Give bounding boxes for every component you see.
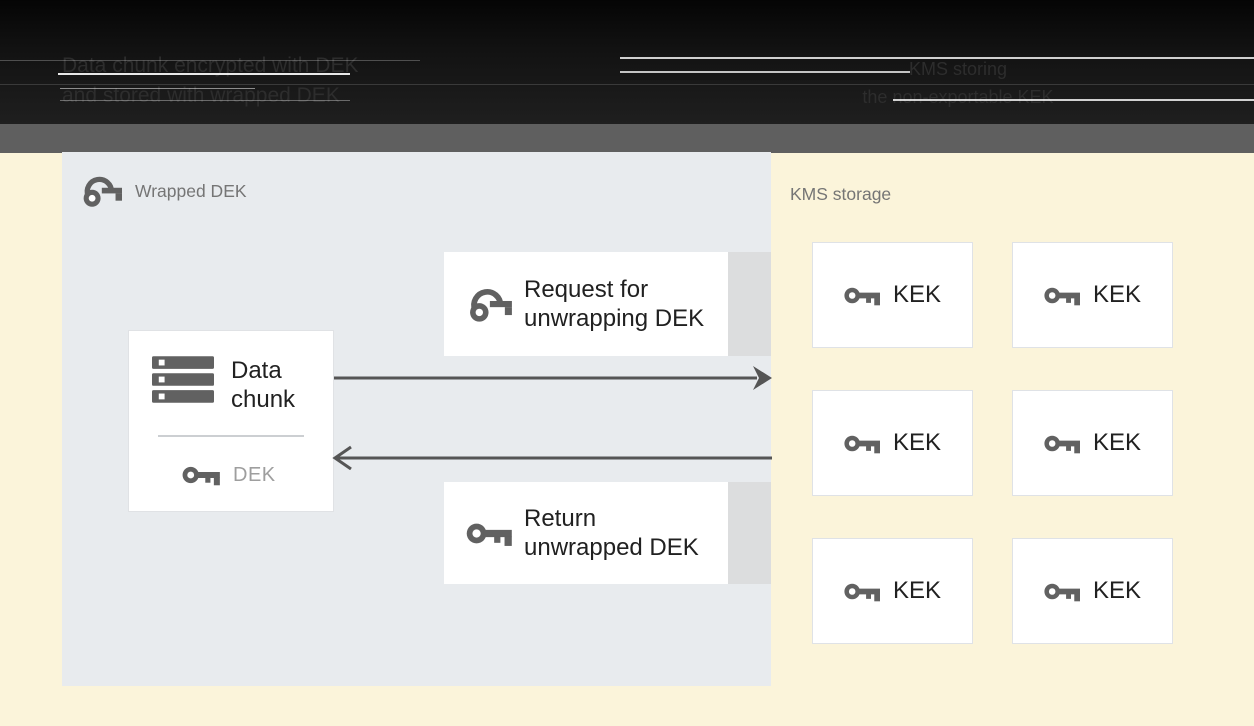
kms-caption-line1: KMS storing [908, 59, 1008, 79]
kek-label: KEK [1092, 281, 1142, 308]
kek-label: KEK [892, 577, 942, 604]
kek-box: KEK [1012, 538, 1173, 644]
wrapped-key-icon [80, 174, 122, 208]
return-box-tail [728, 482, 771, 584]
request-arrow [334, 366, 772, 390]
wrapped-dek-label-text: Wrapped DEK [135, 180, 247, 201]
kek-label: KEK [1092, 429, 1142, 456]
key-icon [1044, 432, 1080, 455]
kek-label: KEK [892, 429, 942, 456]
data-chunk-row: Data chunk [152, 356, 295, 414]
kek-box: KEK [812, 538, 973, 644]
kek-box: KEK [812, 390, 973, 496]
return-unwrapped-text: Return unwrapped DEK [524, 504, 699, 562]
divider [158, 435, 304, 437]
glitch-line [60, 88, 255, 89]
data-chunk-title: Data chunk [231, 356, 295, 414]
kek-grid: KEK KEK KEK KEK KEK KEK [812, 242, 1173, 644]
glitch-line [893, 99, 1254, 101]
return-unwrapped-line1: Return [524, 505, 597, 532]
dek-row: DEK [182, 455, 276, 495]
key-icon [466, 519, 512, 548]
wrapped-dek-label: Wrapped DEK [80, 174, 247, 208]
key-icon [844, 580, 880, 603]
wrapped-key-icon [466, 286, 512, 323]
return-arrow [332, 445, 772, 470]
kek-label: KEK [892, 281, 942, 308]
key-icon [844, 284, 880, 307]
gray-divider-band [0, 124, 1254, 153]
glitch-line [0, 60, 420, 61]
return-unwrapped-box: Return unwrapped DEK [444, 482, 728, 584]
glitch-line [620, 57, 1254, 59]
kms-caption-line2: the non-exportable KEK [862, 87, 1054, 107]
kms-storage-label: KMS storage [790, 184, 891, 205]
kek-box: KEK [1012, 242, 1173, 348]
request-unwrap-box: Request for unwrapping DEK [444, 252, 728, 356]
glitch-line [620, 71, 910, 73]
kms-storage-label-text: KMS storage [790, 184, 892, 204]
data-chunk-box: Data chunk DEK [128, 330, 334, 512]
data-chunk-title-line1: Data [231, 357, 282, 384]
return-unwrapped-line2: unwrapped DEK [524, 534, 699, 561]
key-icon [844, 432, 880, 455]
storage-caption: Data chunk encrypted with DEK and stored… [62, 51, 358, 111]
request-unwrap-text: Request for unwrapping DEK [524, 275, 704, 333]
request-unwrap-line2: unwrapping DEK [524, 305, 705, 332]
dek-label: DEK [233, 463, 276, 486]
request-box-tail [728, 252, 771, 356]
header-band: Data chunk encrypted with DEK and stored… [0, 0, 1254, 124]
kek-box: KEK [1012, 390, 1173, 496]
glitch-line [0, 84, 1254, 85]
key-icon [182, 463, 220, 487]
key-icon [1044, 284, 1080, 307]
kms-caption: KMS storing the non-exportable KEK [808, 55, 1108, 111]
request-unwrap-line1: Request for [524, 276, 649, 303]
glitch-line [60, 100, 350, 101]
storage-caption-line2: and stored with wrapped DEK [62, 84, 340, 107]
kek-box: KEK [812, 242, 973, 348]
storage-caption-line1: Data chunk encrypted with DEK [62, 54, 359, 77]
glitch-line [58, 73, 350, 75]
data-chunk-title-line2: chunk [231, 386, 296, 413]
flow-arrows [332, 366, 772, 470]
key-icon [1044, 580, 1080, 603]
kek-label: KEK [1092, 577, 1142, 604]
storage-icon [152, 356, 214, 403]
